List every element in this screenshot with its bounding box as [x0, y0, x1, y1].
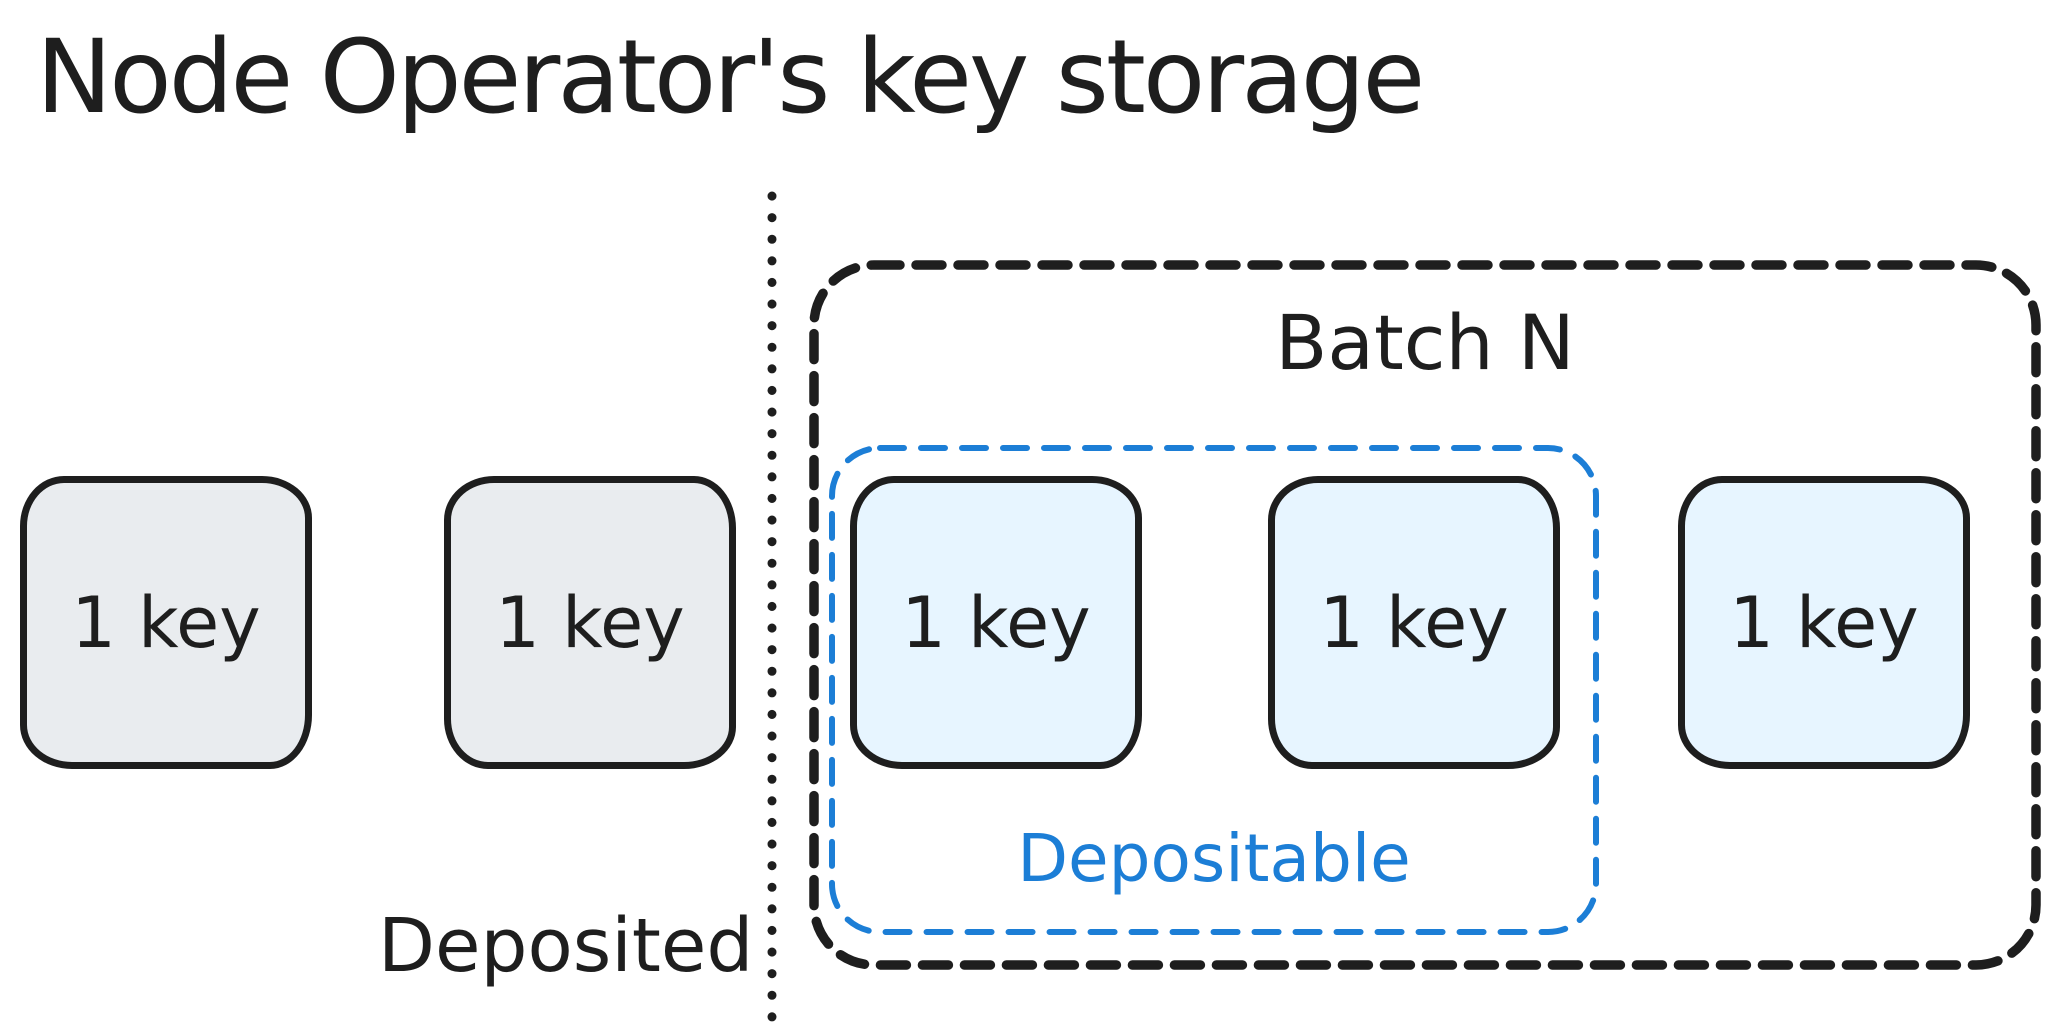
- batch-label: Batch N: [1275, 298, 1575, 387]
- depositable-key-box-2: 1 key: [1268, 476, 1560, 769]
- diagram-title: Node Operator's key storage: [36, 18, 1425, 137]
- batch-pending-key-box: 1 key: [1678, 476, 1970, 769]
- deposited-key-box-2: 1 key: [444, 476, 736, 769]
- deposited-key-box-1: 1 key: [20, 476, 312, 769]
- deposited-label: Deposited: [378, 903, 754, 989]
- depositable-label: Depositable: [1017, 820, 1411, 897]
- depositable-key-box-1: 1 key: [850, 476, 1142, 769]
